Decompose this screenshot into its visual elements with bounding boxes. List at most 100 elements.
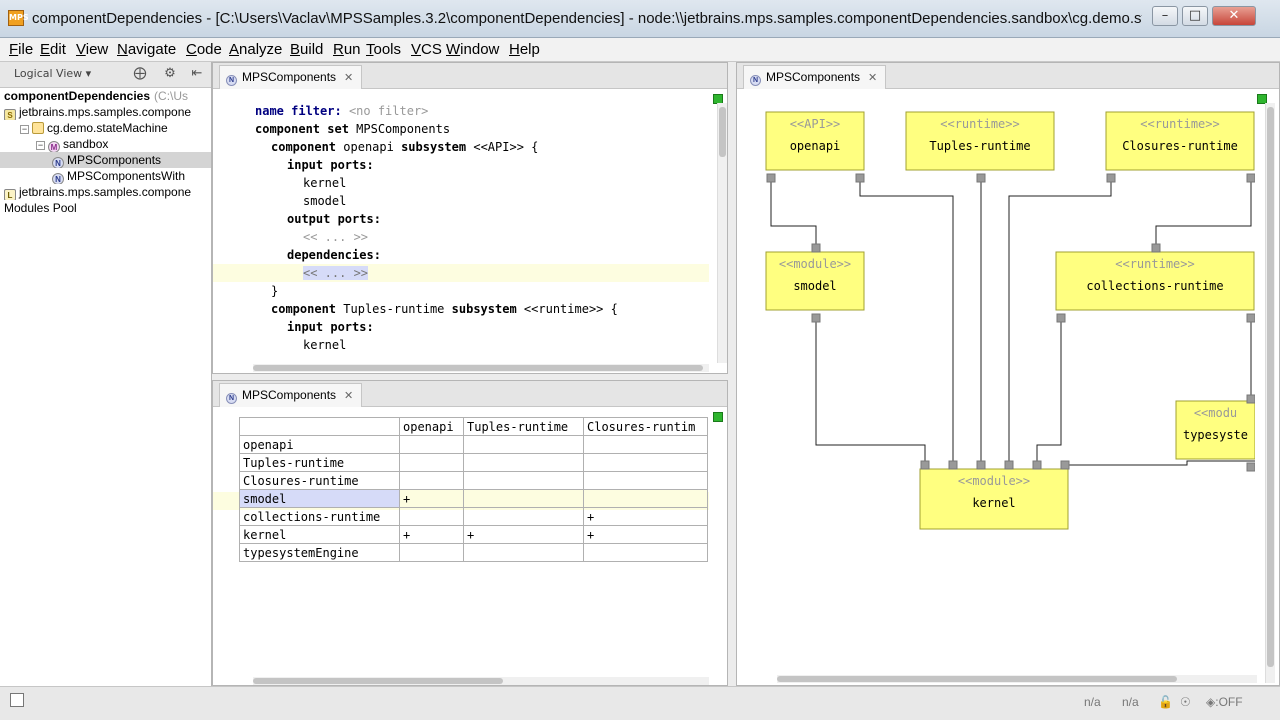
component-box-body[interactable] [765, 111, 865, 171]
matrix-cell[interactable] [399, 471, 464, 490]
matrix-horizontal-scrollbar[interactable] [253, 677, 709, 685]
matrix-cell[interactable]: + [583, 507, 708, 526]
tree-collapse-icon[interactable]: − [36, 140, 45, 150]
component-port[interactable] [811, 313, 821, 323]
lock-icon[interactable]: 🔓 [1158, 695, 1173, 709]
component-box-body[interactable] [1055, 251, 1255, 311]
menu-analyze[interactable]: Analyze [229, 41, 283, 58]
component-port[interactable] [1004, 460, 1014, 470]
code-line[interactable]: kernel [303, 176, 347, 190]
dependency-wire[interactable] [1065, 460, 1255, 466]
close-tab-icon[interactable]: ✕ [344, 390, 354, 402]
diagram-horizontal-scrollbar[interactable] [777, 675, 1257, 683]
component-box-smodel[interactable]: <<module>>smodel [765, 251, 865, 311]
component-port[interactable] [920, 460, 930, 470]
maximize-button[interactable]: □ [1182, 6, 1208, 26]
component-port[interactable] [1060, 460, 1070, 470]
view-selector-dropdown[interactable]: Logical View ▾ [14, 67, 92, 80]
matrix-cell[interactable] [399, 435, 464, 454]
menu-edit[interactable]: Edit [40, 41, 66, 58]
tree-item[interactable]: Modules Pool [0, 200, 211, 216]
power-save-toggle[interactable]: ◈:OFF [1206, 695, 1243, 709]
code-horizontal-scrollbar[interactable] [253, 364, 709, 372]
matrix-cell[interactable] [583, 435, 708, 454]
scroll-thumb[interactable] [253, 365, 703, 371]
component-diagram[interactable]: <<API>>openapi <<runtime>>Tuples-runtime <… [757, 90, 1255, 670]
dependency-wire[interactable] [859, 178, 954, 461]
menu-navigate[interactable]: Navigate [117, 41, 177, 58]
menu-view[interactable]: View [76, 41, 109, 58]
matrix-cell[interactable]: + [399, 525, 464, 544]
matrix-cell[interactable] [583, 471, 708, 490]
component-port[interactable] [1246, 313, 1255, 323]
scroll-thumb[interactable] [777, 676, 1177, 682]
component-port[interactable] [976, 173, 986, 183]
matrix-cell[interactable]: + [399, 489, 464, 508]
matrix-row-label[interactable]: openapi [239, 435, 400, 454]
component-port[interactable] [1246, 462, 1255, 472]
component-port[interactable] [766, 173, 776, 183]
component-port[interactable] [1032, 460, 1042, 470]
component-port[interactable] [855, 173, 865, 183]
matrix-cell[interactable]: + [583, 525, 708, 544]
code-line[interactable]: smodel [303, 194, 347, 208]
matrix-cell[interactable] [399, 507, 464, 526]
matrix-cell[interactable] [583, 543, 708, 562]
empty-placeholder[interactable]: << ... >> [303, 230, 369, 244]
scroll-thumb[interactable] [253, 678, 503, 684]
menu-help[interactable]: Help [509, 41, 540, 58]
tree-item[interactable]: −cg.demo.stateMachine [0, 120, 211, 136]
component-set-name[interactable]: MPSComponents [356, 122, 451, 136]
matrix-cell[interactable] [583, 489, 708, 508]
selected-placeholder[interactable]: << ... >> [303, 266, 369, 280]
code-editor[interactable]: name filter: <no filter> component set M… [213, 90, 715, 358]
matrix-row-label[interactable]: Tuples-runtime [239, 453, 400, 472]
component-box-body[interactable] [765, 251, 865, 311]
component-port[interactable] [948, 460, 958, 470]
component-box-body[interactable] [905, 111, 1055, 171]
close-tab-icon[interactable]: ✕ [344, 72, 354, 84]
name-filter-value[interactable]: <no filter> [348, 104, 429, 118]
menu-window[interactable]: Window [446, 41, 500, 58]
component-box-tuples[interactable]: <<runtime>>Tuples-runtime [905, 111, 1055, 171]
scroll-from-source-icon[interactable]: ⨁ [133, 66, 147, 81]
close-window-button[interactable]: ✕ [1212, 6, 1256, 26]
scroll-thumb[interactable] [1267, 107, 1274, 667]
matrix-cell[interactable] [463, 453, 584, 472]
matrix-cell[interactable] [463, 543, 584, 562]
matrix-cell[interactable] [399, 453, 464, 472]
dependency-wire[interactable] [1008, 178, 1112, 461]
dependency-wire[interactable] [770, 178, 817, 244]
matrix-cell[interactable] [463, 471, 584, 490]
matrix-row-label[interactable]: smodel [239, 489, 400, 508]
inspector-icon[interactable]: ☉ [1180, 695, 1191, 709]
component-port[interactable] [811, 243, 821, 253]
component-name[interactable]: Tuples-runtime [343, 302, 445, 316]
matrix-cell[interactable] [463, 489, 584, 508]
component-port[interactable] [1056, 313, 1066, 323]
stereotype[interactable]: <<API>> { [473, 140, 539, 154]
matrix-cell[interactable] [399, 543, 464, 562]
component-box-openapi[interactable]: <<API>>openapi [765, 111, 865, 171]
matrix-cell[interactable] [583, 453, 708, 472]
code-vertical-scrollbar[interactable] [717, 103, 727, 363]
component-name[interactable]: openapi [343, 140, 394, 154]
dependency-wire[interactable] [815, 318, 926, 461]
matrix-cell[interactable]: + [463, 525, 584, 544]
menu-run[interactable]: Run [333, 41, 361, 58]
menu-code[interactable]: Code [186, 41, 222, 58]
dependency-wire[interactable] [1036, 318, 1062, 461]
toggle-tool-windows-icon[interactable] [10, 693, 24, 707]
component-box-body[interactable] [1175, 400, 1255, 460]
code-line[interactable]: kernel [303, 338, 347, 352]
tree-collapse-icon[interactable]: − [20, 124, 29, 134]
minimize-button[interactable]: – [1152, 6, 1178, 26]
close-tab-icon[interactable]: ✕ [868, 72, 878, 84]
